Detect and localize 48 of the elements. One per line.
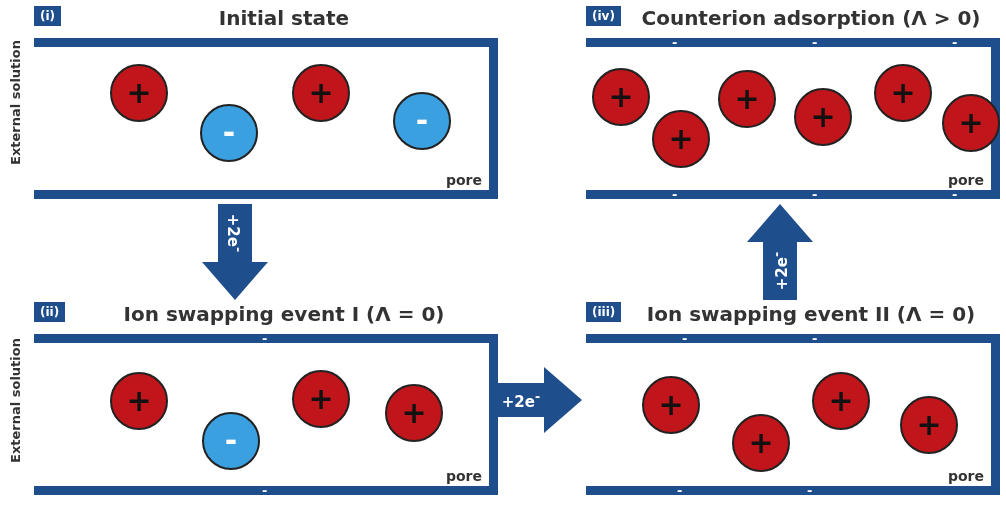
panel-title: Ion swapping event I (Λ = 0) — [123, 302, 445, 326]
cation: + — [942, 94, 1000, 152]
cation: + — [900, 396, 958, 454]
cation: + — [642, 376, 700, 434]
cation: + — [292, 64, 350, 122]
cation: + — [652, 110, 710, 168]
block-arrow — [498, 367, 582, 433]
cation: + — [110, 372, 168, 430]
surface-charge: - — [952, 38, 958, 47]
cation: + — [874, 64, 932, 122]
panel-number: (iv) — [586, 6, 621, 26]
pore-label: pore — [947, 468, 984, 484]
side-label: External solution — [8, 338, 23, 463]
panel-title: Initial state — [218, 6, 350, 30]
anion: - — [200, 104, 258, 162]
pore-label: pore — [445, 468, 482, 484]
surface-charge: - — [952, 190, 958, 199]
cation: + — [292, 370, 350, 428]
cation: + — [385, 384, 443, 442]
surface-charge: - — [682, 334, 688, 343]
cation: + — [812, 372, 870, 430]
surface-charge: - — [807, 486, 813, 495]
cation: + — [718, 70, 776, 128]
panel-number: (i) — [34, 6, 62, 26]
surface-charge: - — [677, 486, 683, 495]
pore-label: pore — [445, 172, 482, 188]
panel-number: (iii) — [586, 302, 622, 322]
surface-charge: - — [812, 334, 818, 343]
block-arrow — [202, 204, 268, 300]
block-arrow — [747, 204, 813, 300]
anion: - — [393, 92, 451, 150]
surface-charge: - — [262, 334, 268, 343]
pore-label: pore — [947, 172, 984, 188]
panel-title: Ion swapping event II (Λ = 0) — [646, 302, 976, 326]
side-label: External solution — [8, 40, 23, 165]
cation: + — [794, 88, 852, 146]
cation: + — [110, 64, 168, 122]
surface-charge: - — [672, 190, 678, 199]
cation: + — [592, 68, 650, 126]
cation: + — [732, 414, 790, 472]
surface-charge: - — [812, 190, 818, 199]
edge-label: +2e$^{-}$ — [501, 389, 541, 411]
surface-charge: - — [812, 38, 818, 47]
surface-charge: - — [262, 486, 268, 495]
panel-title: Counterion adsorption (Λ > 0) — [641, 6, 981, 30]
surface-charge: - — [672, 38, 678, 47]
anion: - — [202, 412, 260, 470]
panel-number: (ii) — [34, 302, 66, 322]
